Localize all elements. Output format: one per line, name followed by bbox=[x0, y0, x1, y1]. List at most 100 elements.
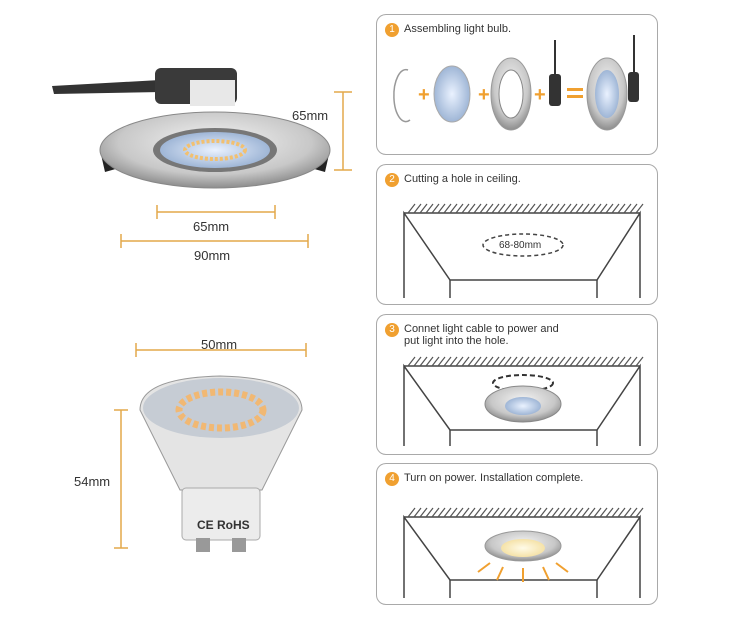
hatch-line bbox=[557, 203, 566, 214]
hatch-line bbox=[419, 356, 428, 367]
hatch-line bbox=[593, 356, 602, 367]
hatch-line bbox=[473, 507, 482, 518]
hatch-line bbox=[563, 356, 572, 367]
step-text: Assembling light bulb. bbox=[404, 23, 512, 35]
step-number-badge: 2 bbox=[385, 173, 399, 187]
hatch-line bbox=[473, 203, 482, 214]
hatch-line bbox=[503, 507, 512, 518]
hatch-line bbox=[407, 203, 416, 214]
hatch-line bbox=[443, 507, 452, 518]
step-number-badge: 4 bbox=[385, 472, 399, 486]
hatch-line bbox=[563, 203, 572, 214]
hatch-line bbox=[551, 203, 560, 214]
hatch-line bbox=[623, 356, 632, 367]
hatch-line bbox=[557, 507, 566, 518]
hatch-line bbox=[497, 356, 506, 367]
step-2-panel: 2 Cutting a hole in ceiling. bbox=[376, 164, 658, 305]
hatch-line bbox=[443, 356, 452, 367]
hatch-line bbox=[521, 203, 530, 214]
hatch-line bbox=[557, 356, 566, 367]
hatch-line bbox=[599, 203, 608, 214]
hatch-line bbox=[503, 203, 512, 214]
hatch-line bbox=[455, 507, 464, 518]
hatch-line bbox=[617, 203, 626, 214]
hatch-line bbox=[593, 507, 602, 518]
light-rays-icon bbox=[477, 562, 569, 582]
step-1-panel: 1 Assembling light bulb. bbox=[376, 14, 658, 155]
hatch-line bbox=[515, 356, 524, 367]
hatch-line bbox=[467, 356, 476, 367]
installed-fixture bbox=[477, 374, 569, 582]
hatch-line bbox=[563, 507, 572, 518]
hatch-line bbox=[431, 203, 440, 214]
fixture-diameter-label: 90mm bbox=[194, 248, 231, 263]
hatch-line bbox=[527, 507, 536, 518]
hatch-line bbox=[419, 203, 428, 214]
hatch-line bbox=[623, 203, 632, 214]
hatch-line bbox=[635, 507, 644, 518]
hatch-line bbox=[461, 507, 470, 518]
step-text: Cutting a hole in ceiling. bbox=[404, 173, 521, 185]
hatch-line bbox=[539, 356, 548, 367]
hatch-line bbox=[635, 203, 644, 214]
hole-size-label: 68-80mm bbox=[499, 240, 542, 251]
hatch-line bbox=[515, 203, 524, 214]
hatch-line bbox=[491, 507, 500, 518]
hatch-line bbox=[521, 507, 530, 518]
hatch-line bbox=[497, 203, 506, 214]
hatch-line bbox=[503, 356, 512, 367]
hatch-line bbox=[485, 507, 494, 518]
hatch-line bbox=[461, 356, 470, 367]
hatch-line bbox=[539, 203, 548, 214]
hatch-line bbox=[479, 356, 488, 367]
hatch-line bbox=[461, 203, 470, 214]
hatch-line bbox=[593, 203, 602, 214]
hatch-line bbox=[605, 507, 614, 518]
hatch-line bbox=[413, 203, 422, 214]
hatch-line bbox=[491, 203, 500, 214]
hatch-line bbox=[533, 507, 542, 518]
hatch-line bbox=[449, 356, 458, 367]
hatch-line bbox=[515, 507, 524, 518]
hatch-line bbox=[437, 356, 446, 367]
hatch-line bbox=[629, 356, 638, 367]
hatch-line bbox=[491, 356, 500, 367]
hatch-line bbox=[539, 507, 548, 518]
hatch-line bbox=[455, 203, 464, 214]
equals-icon bbox=[567, 88, 583, 91]
hatch-line bbox=[587, 507, 596, 518]
hatch-line bbox=[425, 203, 434, 214]
hatch-line bbox=[449, 507, 458, 518]
hatch-line bbox=[545, 507, 554, 518]
hatch-line bbox=[509, 356, 518, 367]
hatch-line bbox=[533, 203, 542, 214]
hatch-line bbox=[527, 356, 536, 367]
hatch-line bbox=[575, 507, 584, 518]
hatch-line bbox=[527, 203, 536, 214]
hatch-line bbox=[581, 356, 590, 367]
dimension-lines bbox=[114, 91, 352, 549]
step-number-badge: 3 bbox=[385, 323, 399, 337]
hatch-line bbox=[587, 356, 596, 367]
hatch-line bbox=[485, 203, 494, 214]
bulb-image bbox=[139, 375, 303, 552]
hatch-line bbox=[569, 203, 578, 214]
hatch-line bbox=[533, 356, 542, 367]
hatch-line bbox=[485, 356, 494, 367]
fixture-height-label: 65mm bbox=[292, 108, 329, 123]
hatch-line bbox=[467, 203, 476, 214]
hatch-line bbox=[635, 356, 644, 367]
hatch-line bbox=[629, 507, 638, 518]
ceiling-hatching bbox=[407, 203, 644, 518]
hatch-line bbox=[605, 356, 614, 367]
hatch-line bbox=[569, 507, 578, 518]
assembly-parts-image: + + + bbox=[393, 35, 639, 131]
hatch-line bbox=[587, 203, 596, 214]
step-number-badge: 1 bbox=[385, 23, 399, 37]
hatch-line bbox=[611, 356, 620, 367]
hatch-line bbox=[575, 356, 584, 367]
plus-icon: + bbox=[418, 84, 430, 106]
hatch-line bbox=[629, 203, 638, 214]
hatch-line bbox=[575, 203, 584, 214]
